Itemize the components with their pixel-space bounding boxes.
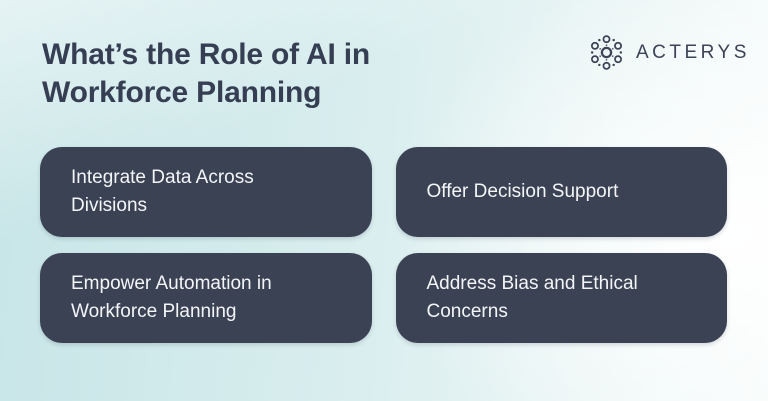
card-label: Empower Automation in Workforce Planning [71,273,272,322]
card-label: Offer Decision Support [426,181,619,202]
page-title-line-2: Workforce Planning [42,76,322,109]
page-title-line-1: What’s the Role of AI in [42,38,370,71]
molecule-network-icon [590,35,623,70]
page-title: What’s the Role of AI in Workforce Plann… [42,36,370,112]
acterys-logo: ACTERYS [586,32,750,73]
acterys-wordmark: ACTERYS [636,41,750,63]
card-grid: Integrate Data Across Divisions Offer De… [40,147,727,343]
card-label: Address Bias and Ethical Concerns [426,273,638,322]
card-automation: Empower Automation in Workforce Planning [40,253,372,343]
card-label: Integrate Data Across Divisions [71,167,254,216]
card-decision-support: Offer Decision Support [395,147,727,237]
card-bias-ethics: Address Bias and Ethical Concerns [395,253,727,343]
card-integrate-data: Integrate Data Across Divisions [40,147,372,237]
